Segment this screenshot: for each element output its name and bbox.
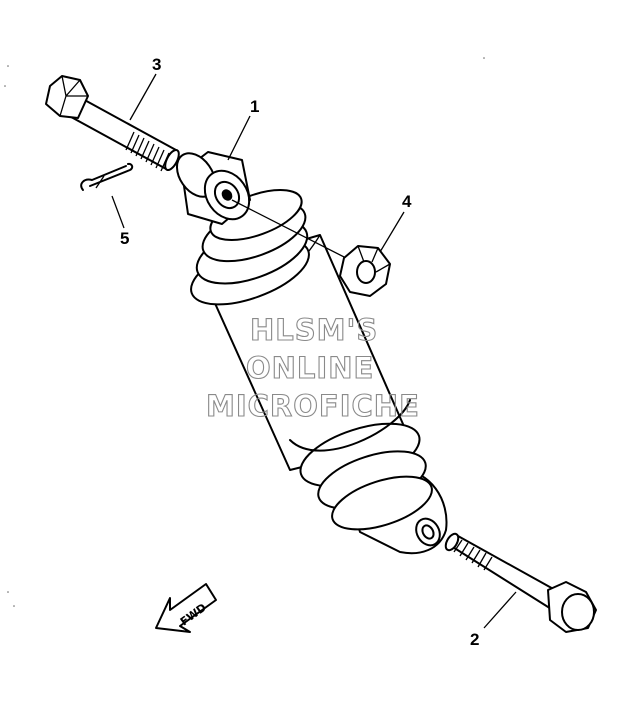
callout-2: 2 [470,630,479,649]
lower-spring [289,399,433,531]
nut [339,245,391,297]
watermark-line-1: HLSM'S [250,313,378,347]
watermark-line-3: MICROFICHE [206,389,420,423]
callout-3: 3 [152,55,161,74]
scan-specks [4,57,485,607]
upper-mount-eye [175,151,251,225]
watermark-line-2: ONLINE [246,351,374,385]
lower-bolt [444,532,597,633]
callout-4: 4 [402,192,412,211]
callout-5: 5 [120,229,129,248]
cotter-pin [80,162,134,191]
upper-spring [190,189,310,306]
fwd-arrow-icon: FWD [155,583,217,633]
upper-bolt [45,75,180,172]
shock-absorber [175,151,448,555]
watermark: HLSM'S ONLINE MICROFICHE [205,312,420,423]
callout-1: 1 [250,97,259,116]
leader-lines [111,73,517,629]
